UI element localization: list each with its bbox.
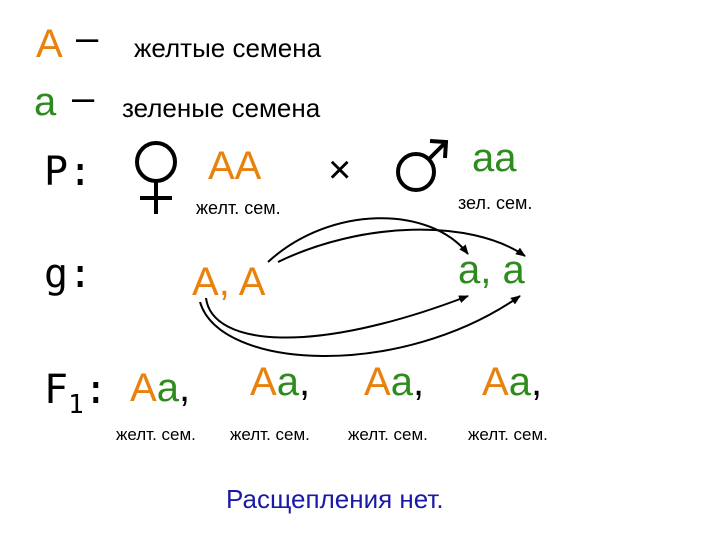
offspring-3-dominant: A <box>364 360 391 404</box>
offspring-4-dominant: A <box>482 360 509 404</box>
offspring-genotype-2: Aa, <box>250 362 310 402</box>
offspring-phenotype-4: желт. сем. <box>468 425 548 444</box>
cross-arrow-3 <box>205 295 469 339</box>
offspring-genotype-4: Aa, <box>482 362 542 402</box>
offspring-2-recessive: a <box>276 360 299 404</box>
legend-dominant-symbol: A <box>36 22 63 66</box>
female-genotype: AA <box>208 144 262 188</box>
offspring-label: F1: <box>44 367 108 418</box>
legend-dash-1: – <box>76 16 99 60</box>
gametes-label: g: <box>44 251 93 297</box>
offspring-1-recessive: a <box>156 366 179 410</box>
female-gamete-1: A <box>192 260 219 304</box>
female-gamete-2: A <box>238 260 266 304</box>
male-gametes: a, a <box>458 250 525 290</box>
legend-dash-2: – <box>72 76 95 120</box>
offspring-3-recessive: a <box>390 360 413 404</box>
offspring-2-sep: , <box>298 360 311 404</box>
male-gamete-2: a <box>502 248 525 292</box>
offspring-label-sub: 1 <box>68 390 84 420</box>
female-gamete-sep: , <box>218 260 239 304</box>
offspring-2-dominant: A <box>250 360 277 404</box>
offspring-genotype-3: Aa, <box>364 362 424 402</box>
offspring-3-sep: , <box>412 360 425 404</box>
cross-arrow-4 <box>199 295 521 357</box>
offspring-4-sep: , <box>530 360 543 404</box>
male-phenotype: зел. сем. <box>458 193 533 213</box>
male-gamete-sep: , <box>480 248 503 292</box>
cross-arrow-2 <box>277 228 526 263</box>
offspring-label-colon: : <box>83 367 108 413</box>
legend-dominant-desc: желтые семена <box>134 33 322 63</box>
female-gametes: A, A <box>192 262 265 302</box>
offspring-4-recessive: a <box>508 360 531 404</box>
conclusion-text: Расщепления нет. <box>226 484 444 514</box>
legend-recessive-desc: зеленые семена <box>122 93 321 123</box>
legend-recessive-symbol: a <box>34 80 57 124</box>
male-gamete-1: a <box>458 248 481 292</box>
offspring-phenotype-3: желт. сем. <box>348 425 428 444</box>
offspring-genotype-1: Aa, <box>130 368 190 408</box>
parents-label: P: <box>44 149 93 195</box>
offspring-label-main: F <box>44 367 69 413</box>
cross-symbol: × <box>328 148 352 192</box>
offspring-1-sep: , <box>178 366 191 410</box>
female-phenotype: желт. сем. <box>196 198 281 218</box>
female-sign-icon <box>135 141 177 214</box>
offspring-1-dominant: A <box>130 366 157 410</box>
offspring-phenotype-2: желт. сем. <box>230 425 310 444</box>
male-sign-icon <box>396 139 449 192</box>
offspring-phenotype-1: желт. сем. <box>116 425 196 444</box>
cross-arrow-1 <box>267 217 469 263</box>
male-genotype: aa <box>472 136 517 180</box>
